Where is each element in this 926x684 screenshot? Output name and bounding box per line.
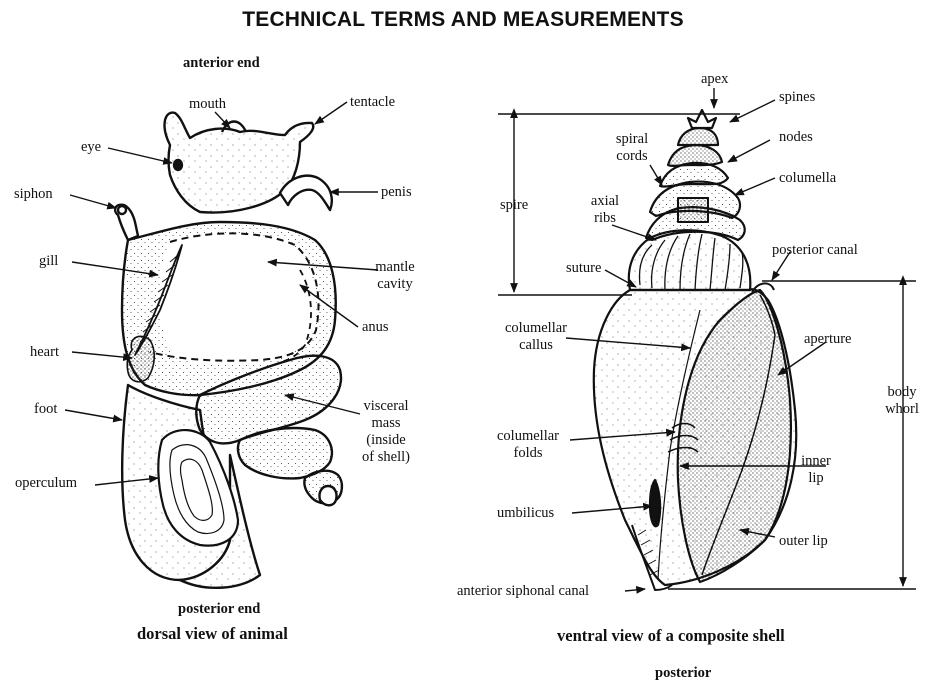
inner-lip-label: inner lip (796, 453, 836, 487)
columella-label: columella (779, 170, 836, 187)
penis-label: penis (381, 184, 412, 201)
columellar-folds-line-2: folds (488, 445, 568, 462)
mantle-cavity-line-2: cavity (365, 276, 425, 293)
mantle-cavity-line-1: mantle (365, 259, 425, 276)
columellar-folds-line-1: columellar (488, 428, 568, 445)
spiral-cords-label: spiral cords (607, 131, 657, 165)
columellar-folds-label: columellar folds (488, 428, 568, 462)
anterior-end-label: anterior end (183, 55, 260, 72)
inner-lip-line-1: inner (796, 453, 836, 470)
posterior-canal-label: posterior canal (772, 242, 858, 259)
mantle-cavity-label: mantle cavity (365, 259, 425, 293)
tentacle-label: tentacle (350, 94, 395, 111)
posterior-end-label: posterior end (178, 601, 260, 618)
mouth-label: mouth (189, 96, 226, 113)
visceral-line-3: (inside (352, 432, 420, 449)
spire-label: spire (500, 197, 528, 214)
animal-figure (115, 113, 342, 588)
heart-label: heart (30, 344, 59, 361)
columellar-callus-line-1: columellar (497, 320, 575, 337)
visceral-mass-label: visceral mass (inside of shell) (352, 398, 420, 466)
columellar-callus-line-2: callus (497, 337, 575, 354)
spiral-cords-line-2: cords (607, 148, 657, 165)
suture-label: suture (566, 260, 601, 277)
anus-label: anus (362, 319, 389, 336)
posterior-label: posterior (655, 665, 711, 682)
axial-ribs-line-1: axial (583, 193, 627, 210)
foot-label: foot (34, 401, 57, 418)
body-whorl-line-1: body (878, 384, 926, 401)
spiral-cords-line-1: spiral (607, 131, 657, 148)
apex-label: apex (701, 71, 728, 88)
axial-ribs-line-2: ribs (583, 210, 627, 227)
nodes-label: nodes (779, 129, 813, 146)
body-whorl-line-2: whorl (878, 401, 926, 418)
operculum-label: operculum (15, 475, 77, 492)
visceral-line-1: visceral (352, 398, 420, 415)
spines-label: spines (779, 89, 815, 106)
anterior-siphonal-canal-label: anterior siphonal canal (457, 583, 589, 600)
visceral-line-2: mass (352, 415, 420, 432)
body-whorl-label: body whorl (878, 384, 926, 418)
siphon-label: siphon (14, 186, 53, 203)
aperture-label: aperture (804, 331, 852, 348)
umbilicus-label: umbilicus (497, 505, 554, 522)
visceral-line-4: of shell) (352, 449, 420, 466)
columellar-callus-label: columellar callus (497, 320, 575, 354)
right-caption: ventral view of a composite shell (557, 626, 785, 646)
inner-lip-line-2: lip (796, 470, 836, 487)
left-caption: dorsal view of animal (137, 624, 288, 644)
gill-label: gill (39, 253, 58, 270)
outer-lip-label: outer lip (779, 533, 828, 550)
axial-ribs-label: axial ribs (583, 193, 627, 227)
eye-label: eye (81, 139, 101, 156)
